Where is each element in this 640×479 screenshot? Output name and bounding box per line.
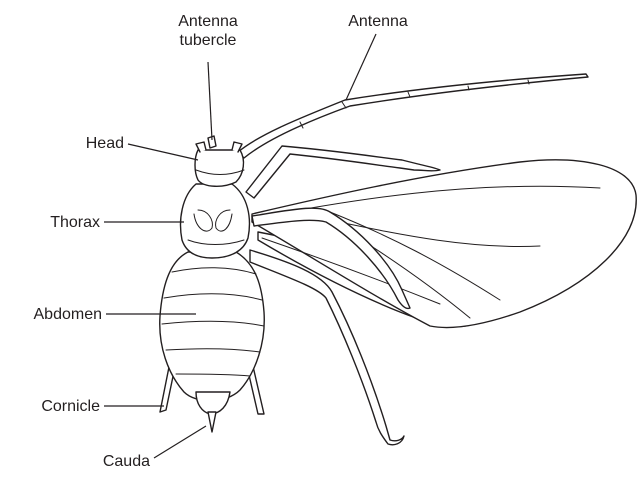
leader-antenna-tubercle bbox=[208, 62, 212, 140]
tail-segment bbox=[196, 392, 230, 414]
cauda-shape bbox=[208, 412, 216, 432]
leader-cauda bbox=[154, 426, 206, 458]
abdomen bbox=[160, 252, 265, 401]
label-head: Head bbox=[60, 134, 124, 153]
label-cornicle: Cornicle bbox=[4, 397, 100, 416]
label-thorax: Thorax bbox=[30, 213, 100, 232]
antenna-right bbox=[238, 74, 588, 158]
thorax bbox=[181, 184, 250, 258]
leader-antenna bbox=[346, 34, 376, 100]
leader-head bbox=[128, 144, 198, 160]
label-antenna-tubercle-line1: Antenna bbox=[164, 12, 252, 31]
label-antenna: Antenna bbox=[338, 12, 418, 31]
label-antenna-tubercle-line2: tubercle bbox=[164, 31, 252, 50]
label-antenna-tubercle: Antenna tubercle bbox=[164, 12, 252, 50]
head bbox=[195, 150, 243, 186]
label-cauda: Cauda bbox=[80, 452, 150, 471]
fore-wing bbox=[252, 160, 636, 328]
label-abdomen: Abdomen bbox=[4, 305, 102, 324]
